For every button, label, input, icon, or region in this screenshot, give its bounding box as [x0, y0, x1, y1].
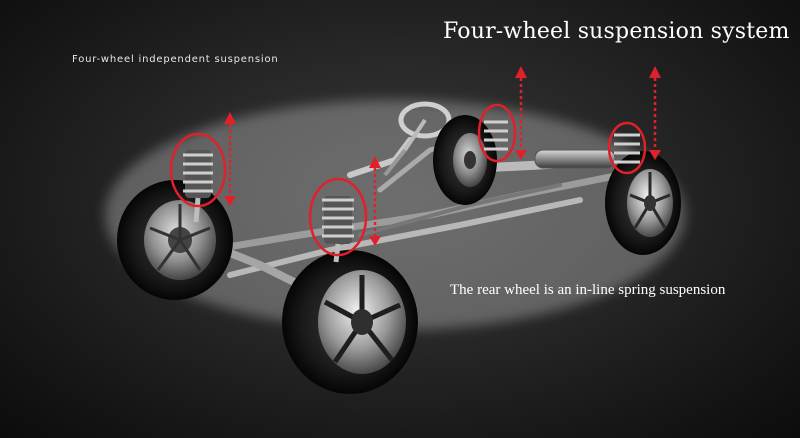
- highlight-front-right-spring: [308, 177, 368, 257]
- highlight-rear-right-spring: [607, 121, 647, 175]
- front-suspension-label: Four-wheel independent suspension: [72, 54, 279, 65]
- rear-right-spring: [614, 133, 640, 164]
- highlight-rear-left-spring: [477, 103, 517, 163]
- rear-suspension-label: The rear wheel is an in-line spring susp…: [450, 282, 726, 298]
- diagram-title: Four-wheel suspension system: [443, 19, 790, 44]
- travel-arrows: [228, 78, 657, 236]
- front-left-strut: [183, 150, 213, 223]
- front-right-wheel: [282, 250, 418, 394]
- front-right-strut: [322, 196, 354, 263]
- steering-wheel: [383, 101, 452, 177]
- rear-left-wheel: [433, 115, 497, 205]
- highlight-rings: [169, 103, 647, 257]
- highlight-front-left-spring: [169, 132, 227, 208]
- rear-left-spring: [484, 120, 508, 151]
- rear-right-wheel: [605, 151, 681, 255]
- arrow-heads: [224, 66, 661, 246]
